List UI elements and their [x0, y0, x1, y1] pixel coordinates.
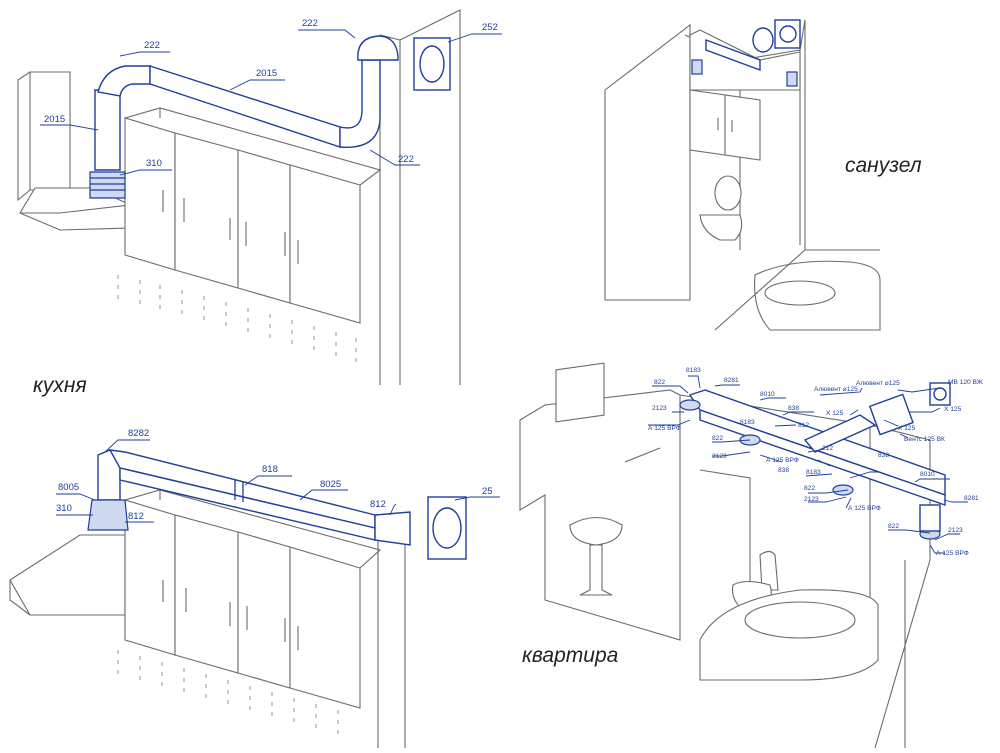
kitchen-scene-top: 222 222 2015 252 2015 310 222 [17, 9, 502, 385]
apt-bathtub [699, 589, 879, 681]
label-vents: Вентс 125 ВК [904, 436, 945, 443]
label-8183-a: 8183 [686, 367, 701, 374]
label-222-right: 222 [398, 154, 414, 165]
kitchen-grille-25 [427, 496, 467, 560]
label-8010-a: 8010 [760, 391, 775, 398]
label-aluvent-2: Алювент ⌀125 [856, 380, 900, 387]
label-25: 25 [482, 486, 493, 497]
label-838-c: 838 [878, 452, 889, 459]
label-x125-c: Х 125 [898, 425, 916, 432]
label-822-b: 822 [712, 435, 723, 442]
label-a125-d: А 125 ВРФ [936, 550, 969, 557]
wall-cabinets-bottom [124, 489, 382, 709]
label-818: 818 [262, 464, 278, 475]
apt-toilet-tank [759, 550, 779, 591]
label-8010-b: 8010 [920, 471, 935, 478]
apartment-ducts [679, 382, 951, 540]
caption-kitchen: кухня [33, 374, 87, 397]
label-252: 252 [482, 22, 498, 33]
label-2015-left: 2015 [44, 114, 65, 125]
label-a125-a: А 125 ВРФ [648, 425, 681, 432]
label-2015-top: 2015 [256, 68, 277, 79]
label-8005: 8005 [58, 482, 79, 493]
kitchen-scene-bottom: 8282 818 8025 812 25 8005 310 812 [9, 428, 500, 748]
label-812-left: 812 [128, 511, 144, 522]
label-2123-b: 2123 [712, 453, 727, 460]
label-8183-c: 8183 [806, 469, 821, 476]
label-838-a: 838 [788, 405, 799, 412]
label-mb120: МВ 120 ВЖ [948, 379, 983, 386]
mirror [555, 362, 605, 423]
caption-apartment: квартира [522, 644, 619, 667]
label-x125-a: Х 125 [826, 410, 844, 417]
label-822-c: 822 [804, 485, 815, 492]
label-222-top: 222 [302, 18, 318, 29]
label-8025: 8025 [320, 479, 341, 490]
label-212: 212 [822, 445, 833, 452]
label-2123-d: 2123 [948, 527, 963, 534]
label-2123-c: 2123 [804, 496, 819, 503]
hood-cabinet [29, 71, 71, 191]
kitchen-duct-flat [87, 449, 411, 546]
label-8281-b: 8281 [964, 495, 979, 502]
label-x125-b: Х 125 [944, 406, 962, 413]
bathroom-scene [604, 19, 881, 331]
hood-bottom [9, 534, 126, 616]
toilet-tank [714, 175, 742, 211]
toilet-bowl [699, 214, 743, 241]
label-a125-b: А 125 ВРФ [766, 457, 799, 464]
label-222-left: 222 [144, 40, 160, 51]
label-822-a: 822 [654, 379, 665, 386]
kitchen-duct-round [89, 35, 399, 199]
sink-pedestal [579, 544, 613, 596]
label-812-a: 812 [798, 422, 809, 429]
bathroom-ducts [691, 19, 801, 87]
apartment-scene: 822 8183 8281 8010 2123 А 125 ВРФ 838 81… [519, 362, 983, 749]
label-310-bottom: 310 [56, 503, 72, 514]
label-310-top: 310 [146, 158, 162, 169]
label-aluvent-1: Алювент ⌀125 [814, 386, 858, 393]
sink [569, 516, 623, 546]
label-a125-c: А 125 ВРФ [848, 505, 881, 512]
wall-cabinets-top [124, 107, 382, 324]
label-2123-a: 2123 [652, 405, 667, 412]
kitchen-grille-252 [413, 37, 451, 91]
label-8183-b: 8183 [740, 419, 755, 426]
label-8282: 8282 [128, 428, 149, 439]
label-838-b: 838 [778, 467, 789, 474]
label-8281-a: 8281 [724, 377, 739, 384]
bathroom-left-wall [604, 23, 691, 301]
caption-bathroom: санузел [845, 154, 922, 177]
label-822-d: 822 [888, 523, 899, 530]
label-812-right: 812 [370, 499, 386, 510]
bathtub [754, 260, 881, 331]
